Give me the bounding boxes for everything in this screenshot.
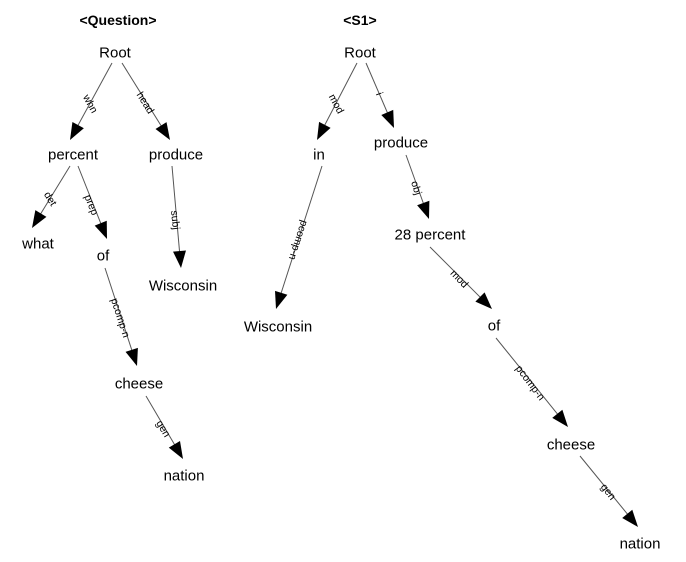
node-s-in: in (313, 146, 325, 164)
node-q-wisconsin: Wisconsin (148, 277, 218, 295)
edge-line-q-e3 (38, 165, 71, 218)
edge-arrowhead-q-e6 (125, 347, 138, 366)
tree-title-s1-tree: <S1> (343, 12, 377, 28)
edge-arrowhead-s-e7 (622, 509, 638, 527)
edge-arrowhead-q-e2 (155, 122, 170, 140)
node-s-28percent: 28 percent (394, 226, 466, 244)
edge-line-q-e2 (121, 62, 164, 130)
edge-line-s-e5 (429, 246, 484, 301)
edge-line-s-e2 (365, 62, 390, 117)
edge-line-q-e7 (145, 395, 177, 449)
edge-arrowhead-s-e1 (317, 121, 331, 140)
edge-arrowhead-q-e3 (32, 210, 47, 228)
edge-line-s-e6 (495, 337, 561, 418)
edge-arrowhead-q-e4 (94, 220, 107, 239)
node-q-cheese: cheese (114, 375, 164, 393)
node-q-what: what (22, 235, 54, 253)
node-q-root: Root (99, 44, 131, 62)
edge-arrowhead-s-e6 (552, 409, 568, 427)
edge-line-s-e4 (405, 154, 426, 207)
node-q-produce: produce (148, 146, 204, 164)
edge-line-q-e4 (77, 165, 103, 228)
node-s-wisconsin: Wisconsin (243, 318, 313, 336)
edge-arrowhead-q-e1 (70, 121, 84, 140)
node-s-nation: nation (619, 535, 661, 553)
node-q-nation: nation (163, 467, 205, 485)
node-s-produce: produce (373, 134, 429, 152)
edge-arrowhead-q-e5 (173, 250, 186, 268)
node-s-root: Root (344, 44, 376, 62)
edge-arrowhead-s-e5 (475, 292, 492, 309)
node-s-of: of (487, 317, 501, 335)
edge-arrowhead-s-e2 (381, 109, 394, 128)
edge-label-q-e5: subj (168, 209, 182, 231)
edge-line-s-e7 (579, 455, 631, 518)
tree-title-question-tree: <Question> (79, 12, 157, 28)
edge-line-s-e3 (279, 165, 323, 297)
node-q-percent: percent (47, 146, 99, 164)
edge-line-q-e1 (75, 62, 113, 129)
node-q-of: of (96, 247, 110, 265)
node-s-cheese: cheese (546, 436, 596, 454)
edge-arrowhead-s-e3 (275, 290, 288, 309)
edge-arrowhead-q-e7 (168, 441, 183, 459)
edge-line-s-e1 (322, 62, 358, 129)
edge-arrowhead-s-e4 (417, 200, 430, 219)
edge-line-q-e5 (171, 165, 181, 256)
edge-line-q-e6 (104, 267, 134, 354)
